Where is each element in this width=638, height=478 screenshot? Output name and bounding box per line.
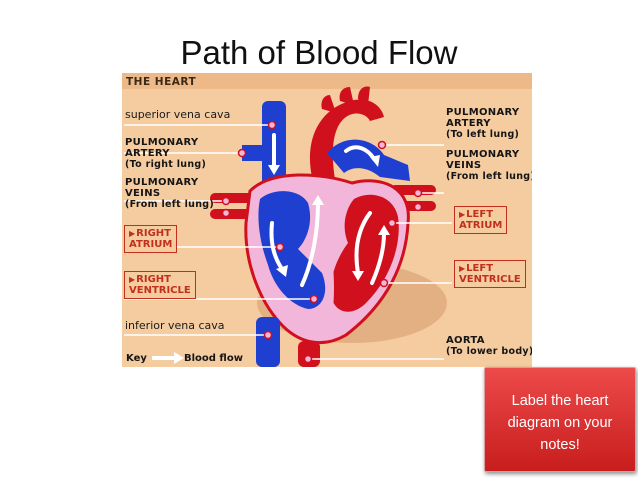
flow-arrow <box>370 231 386 285</box>
label-aorta: AORTA (To lower body) <box>446 335 532 357</box>
label-pulmonary-artery-right: PULMONARY ARTERY (To right lung) <box>125 137 207 170</box>
inferior-vena-cava-vessel <box>256 317 280 367</box>
leader-lines <box>124 124 452 360</box>
label-pulmonary-veins-right: PULMONARY VEINS (From left lung) <box>446 149 532 182</box>
instruction-callout: Label the heart diagram on your notes! <box>484 367 636 472</box>
aorta-arch <box>309 99 384 185</box>
key-blood-flow-label: Blood flow <box>184 353 243 364</box>
diagram-header: THE HEART <box>126 76 197 88</box>
septum <box>318 212 335 304</box>
flow-arrowhead <box>378 225 390 235</box>
flow-arrow <box>269 221 284 271</box>
label-marker-icon: ▶ <box>459 264 466 273</box>
flow-arrowhead <box>370 155 380 167</box>
right-chambers <box>258 191 326 309</box>
leader-dots <box>221 120 423 364</box>
pulmonary-artery-left-branch <box>242 145 272 161</box>
flow-arrowhead <box>268 165 280 175</box>
flow-arrow <box>354 211 372 275</box>
instruction-line: diagram on your <box>507 415 613 431</box>
flow-arrowhead <box>312 195 324 205</box>
instruction-text: Label the heart diagram on your notes! <box>485 390 635 456</box>
aorta-branches <box>321 86 370 113</box>
label-marker-icon: ▶ <box>129 229 136 238</box>
descending-aorta-vessel <box>298 341 320 367</box>
label-marker-icon: ▶ <box>459 210 466 219</box>
label-marker-icon: ▶ <box>129 275 136 284</box>
flow-arrowheads <box>268 155 390 281</box>
label-pulmonary-artery-left: PULMONARY ARTERY (To left lung) <box>446 107 520 140</box>
key-arrow-head <box>174 352 184 364</box>
label-left-ventricle: ▶LEFT VENTRICLE <box>454 260 526 288</box>
pulmonary-artery-trunk <box>327 139 410 181</box>
flow-arrows <box>269 133 386 287</box>
instruction-line: Label the heart <box>511 393 609 409</box>
diagram-header-bar <box>122 73 532 89</box>
slide-title: Path of Blood Flow <box>180 34 458 71</box>
flow-arrow <box>300 201 320 287</box>
flow-arrowhead <box>352 271 364 281</box>
flow-arrowhead <box>276 265 288 277</box>
label-pulmonary-veins-left: PULMONARY VEINS (From left lung) <box>125 177 215 210</box>
label-inferior-vena-cava: inferior vena cava <box>125 319 225 332</box>
label-right-ventricle: ▶RIGHT VENTRICLE <box>124 271 196 299</box>
heart-illustration <box>122 73 532 367</box>
instruction-line: notes! <box>540 437 580 453</box>
label-left-atrium: ▶LEFT ATRIUM <box>454 206 508 234</box>
label-right-atrium: ▶RIGHT ATRIUM <box>124 225 178 253</box>
heart-diagram: THE HEART superior vena cava PULMONARY A… <box>122 73 532 367</box>
label-superior-vena-cava: superior vena cava <box>125 108 231 121</box>
key-label: Key <box>126 353 147 364</box>
